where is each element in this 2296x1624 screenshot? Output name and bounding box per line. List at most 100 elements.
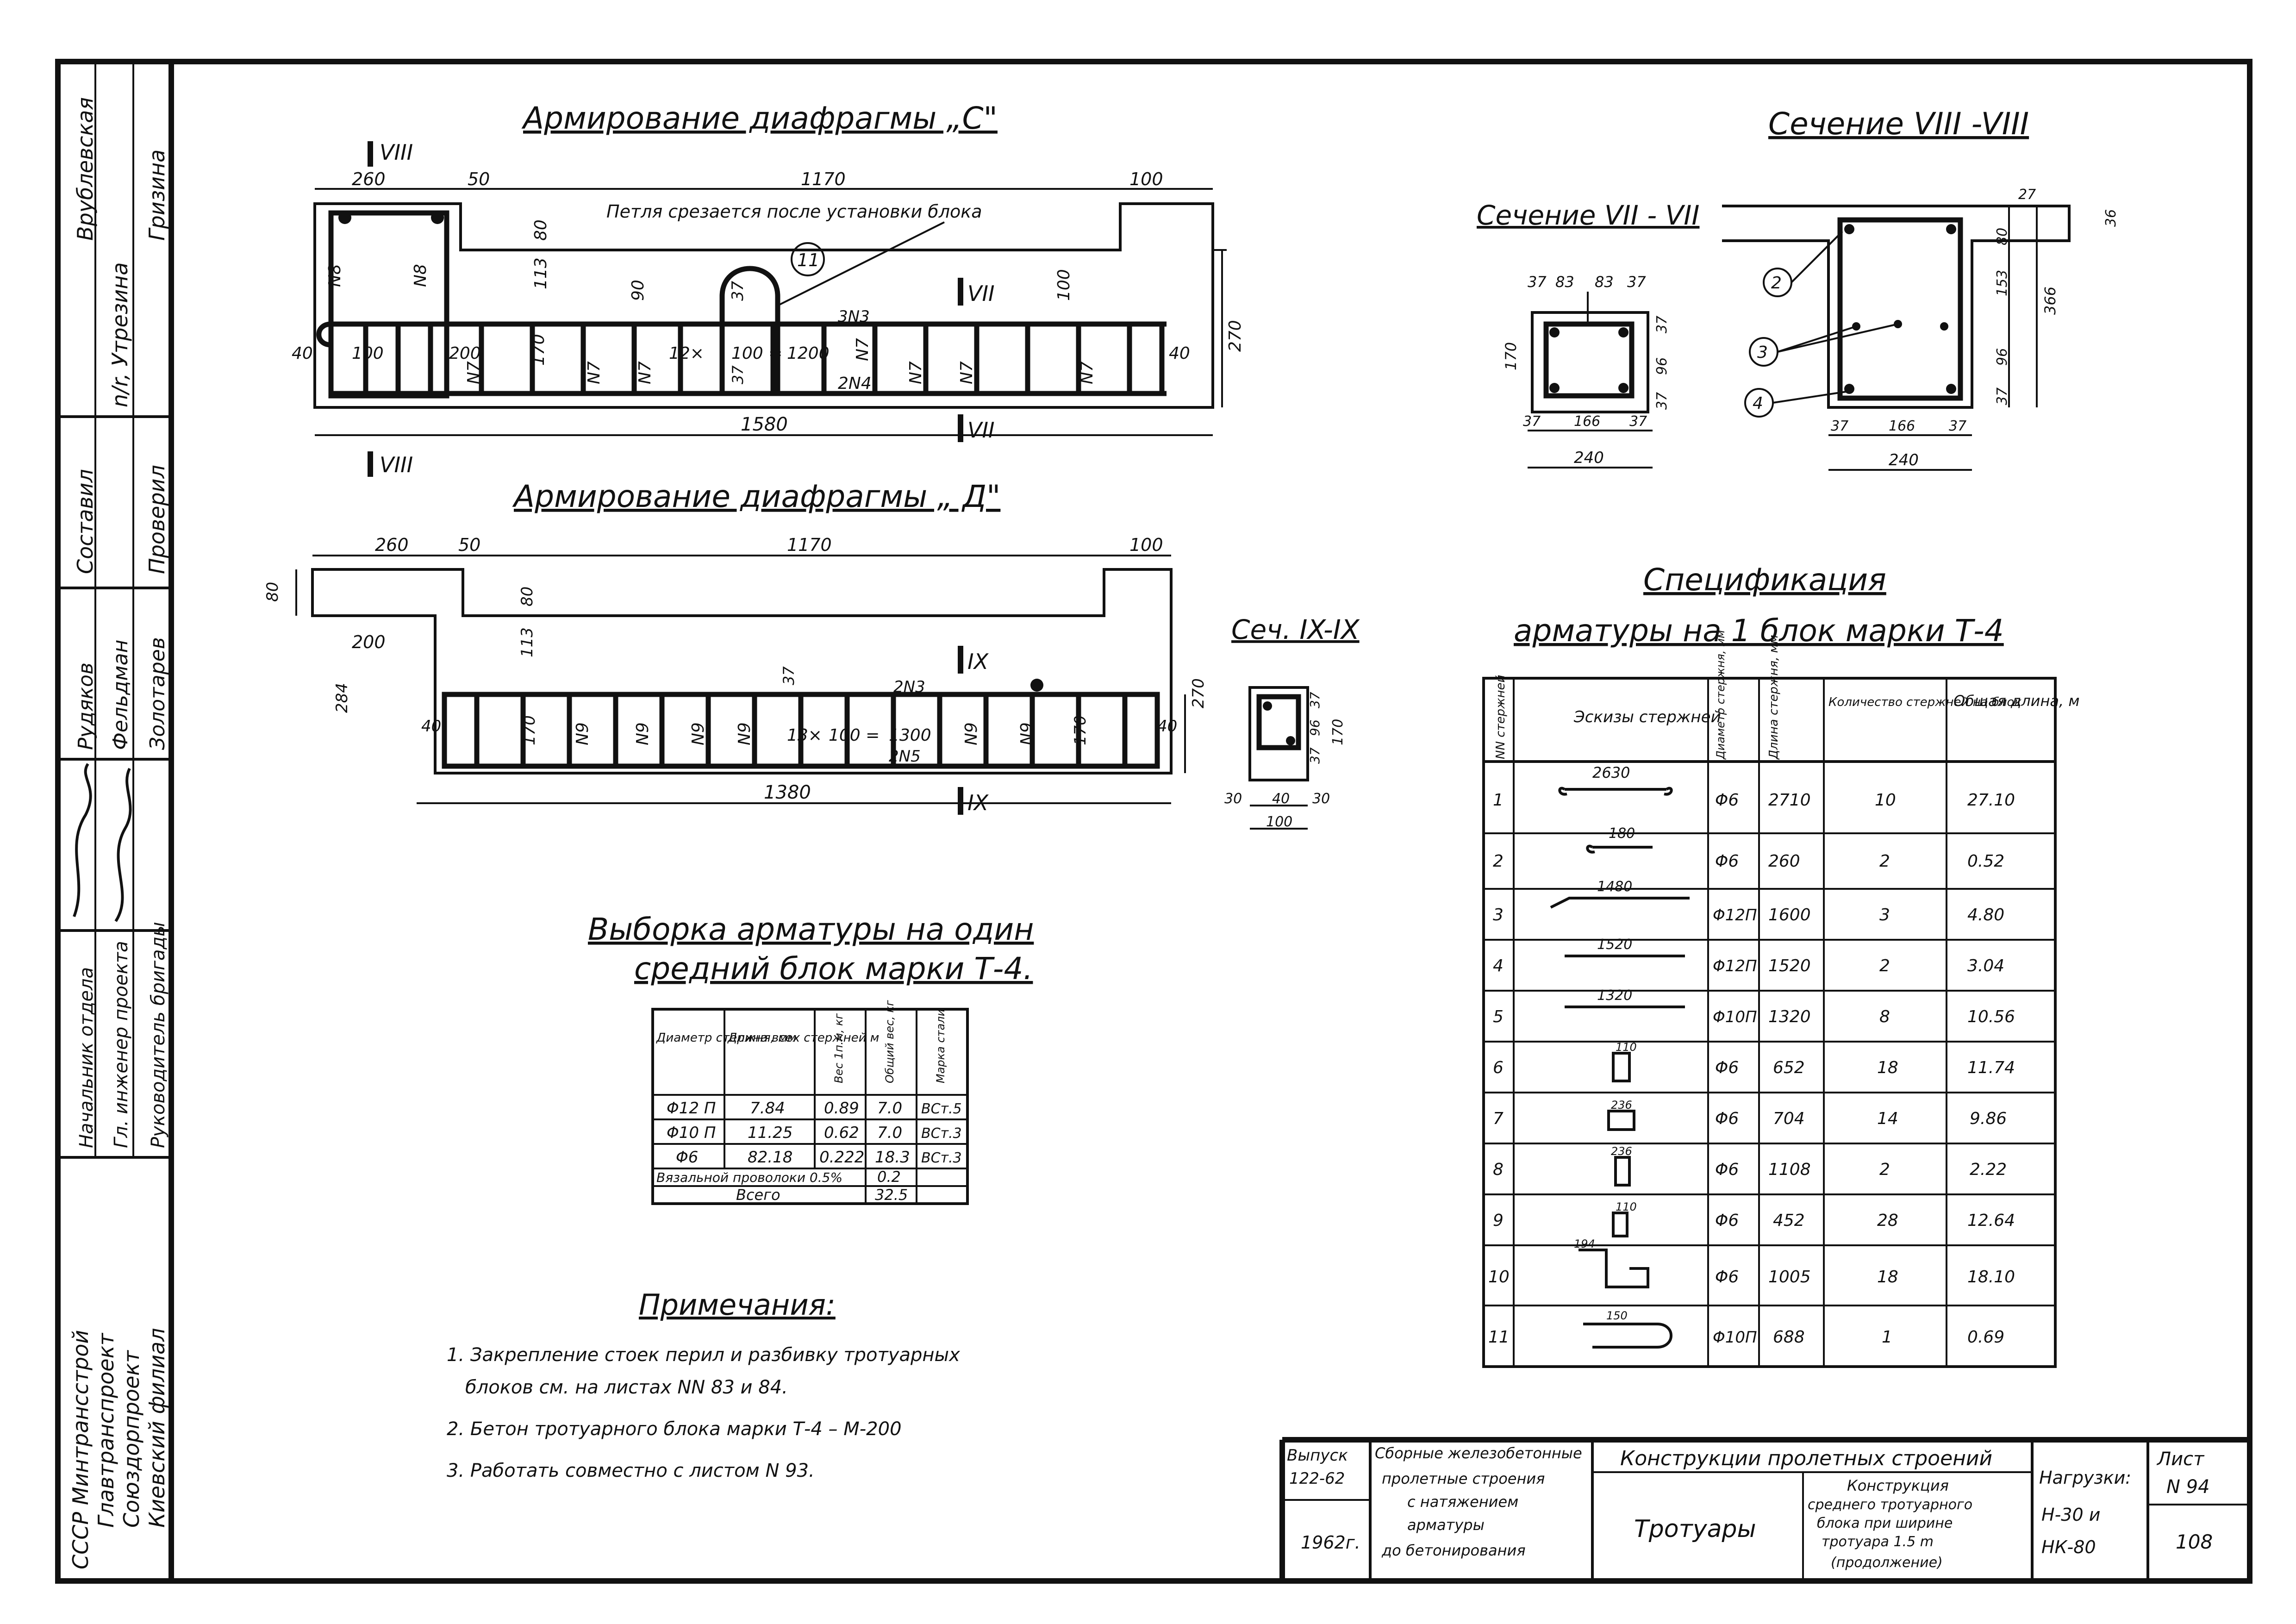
section-vii-title: Сечение VII - VII — [1477, 200, 1699, 231]
sketch-label-11: 150 — [1606, 1309, 1628, 1322]
bar-label-n8-b: N8 — [411, 264, 430, 287]
spec-r7-len: 704 — [1773, 1109, 1805, 1128]
dim-c-100h: 100 — [352, 344, 384, 363]
dim-c-170: 170 — [529, 334, 548, 366]
callout-2: 2 — [1771, 274, 1782, 293]
diaphragm-c-title: Армирование диафрагмы „С" — [521, 100, 998, 136]
dim-c-90: 90 — [629, 280, 648, 301]
selection-r2-c3: 0.62 — [824, 1124, 859, 1142]
bar-label-n9-1: N9 — [573, 722, 592, 745]
mark-viii-top: VIII — [380, 140, 413, 165]
selection-r3-c2: 82.18 — [748, 1148, 792, 1167]
spec-r3-qty: 3 — [1879, 906, 1890, 924]
stamp-name-4: Фельдман — [109, 640, 132, 750]
sketch-label-7: 236 — [1611, 1099, 1632, 1112]
bar-label-n7-6: N7 — [957, 361, 976, 384]
dim-c-80: 80 — [531, 219, 550, 241]
spec-sketches — [1550, 787, 1690, 1349]
bar-label-3n3: 3N3 — [838, 307, 870, 326]
series-line-3: с натяжением — [1407, 1493, 1518, 1511]
dim-viii-80: 80 — [1994, 228, 2010, 245]
spec-r1-dia: Φ6 — [1715, 791, 1739, 810]
selection-r3-c5: ВСт.3 — [921, 1150, 962, 1166]
stirrups-n7 — [363, 324, 1165, 394]
spec-r6-no: 6 — [1493, 1058, 1504, 1077]
dim-viii-240: 240 — [1889, 451, 1919, 469]
selection-title-1: Выборка арматуры на один — [588, 912, 1034, 947]
mark-vii-top: VII — [967, 281, 995, 306]
spec-r6-qty: 18 — [1877, 1058, 1898, 1077]
issue-label: Выпуск — [1287, 1446, 1348, 1465]
stamp-role-lead: Руководитель бригады — [148, 922, 169, 1148]
issue-number: 122-62 — [1289, 1469, 1345, 1488]
selection-h-steel: Марка стали — [934, 1009, 947, 1083]
spec-r2-no: 2 — [1493, 852, 1504, 871]
spec-r4-no: 4 — [1493, 956, 1504, 975]
sheet-number: N 94 — [2166, 1476, 2210, 1498]
dim-vii-96: 96 — [1654, 357, 1670, 375]
dim-vii-37b: 37 — [1627, 273, 1646, 291]
dim-c-200: 200 — [449, 344, 481, 363]
spec-r9-total: 12.64 — [1967, 1211, 2015, 1230]
spec-r4-qty: 2 — [1879, 956, 1890, 975]
stamp-org-3: Союздорпроект — [119, 1350, 144, 1528]
spec-r11-qty: 1 — [1882, 1328, 1892, 1347]
section-name: Конструкции пролетных строений — [1620, 1447, 1992, 1470]
sketch-label-6: 110 — [1616, 1041, 1637, 1054]
dim-viii-37b: 37 — [1831, 418, 1848, 434]
mark-ix-top: IX — [967, 649, 989, 674]
stamp-name-2: Гризина — [144, 150, 169, 241]
dim-c-113: 113 — [531, 257, 550, 289]
loads-value-1: Н-30 и — [2041, 1505, 2100, 1525]
subject-name: Тротуары — [1634, 1515, 1756, 1543]
note-1: 1. Закрепление стоек перил и разбивку тр… — [447, 1344, 960, 1366]
sketch-label-10: 194 — [1574, 1237, 1595, 1250]
stamp-name-1: Врублевская — [73, 97, 98, 241]
stamp-role-checker: Проверил — [144, 465, 169, 574]
dim-c-270: 270 — [1226, 320, 1245, 352]
stamp-name-3: Рудяков — [74, 662, 98, 750]
dim-vii-37f: 37 — [1629, 413, 1647, 430]
diaphragm-c-outline — [313, 202, 1214, 409]
spec-r5-no: 5 — [1493, 1007, 1504, 1026]
dim-d-113: 113 — [518, 627, 537, 657]
bar-label-n8-a: N8 — [325, 264, 344, 287]
spec-r8-dia: Φ6 — [1715, 1160, 1739, 1179]
dim-vii-166: 166 — [1574, 413, 1600, 430]
dim-viii-166: 166 — [1889, 418, 1915, 434]
side-stamp: Врублевская Гризина n/r, Утрезина Состав… — [58, 62, 171, 1569]
spec-r4-dia: Φ12П — [1713, 957, 1757, 975]
sketch-label-2: 180 — [1609, 825, 1635, 842]
note-1-cont: блоков см. на листах NN 83 и 84. — [465, 1377, 788, 1398]
spec-r5-len: 1320 — [1768, 1007, 1811, 1026]
spec-r4-len: 1520 — [1768, 956, 1811, 975]
selection-r1-c2: 7.84 — [750, 1099, 785, 1118]
dim-d-80: 80 — [518, 587, 537, 606]
dim-vii-83a: 83 — [1555, 273, 1574, 291]
dim-viii-37a: 37 — [1994, 387, 2010, 405]
dim-vii-240: 240 — [1574, 449, 1604, 467]
mark-viii-bottom: VIII — [380, 452, 413, 477]
spec-r8-total: 2.22 — [1970, 1160, 2007, 1179]
spec-title-2: арматуры на 1 блок марки Т-4 — [1514, 613, 2004, 649]
selection-wire-label: Вязальной проволоки 0.5% — [656, 1170, 842, 1185]
outer-frame — [55, 59, 2252, 1584]
bar-label-n7-5: N7 — [906, 361, 925, 384]
spec-r10-len: 1005 — [1768, 1268, 1811, 1287]
spec-h-sketch: Эскизы стержней — [1573, 708, 1721, 726]
dim-d-80-left: 80 — [263, 582, 282, 602]
dim-d-40-right: 40 — [1157, 717, 1177, 736]
loads-value-2: НК-80 — [2041, 1537, 2096, 1557]
selection-r3-c1: Φ6 — [676, 1148, 698, 1167]
dim-ix-30-left: 30 — [1224, 791, 1242, 807]
spec-r3-dia: Φ12П — [1713, 906, 1757, 924]
selection-r1-c4: 7.0 — [877, 1099, 902, 1118]
bar-label-n7-7: N7 — [1078, 361, 1097, 384]
sketch-label-3: 1480 — [1597, 879, 1632, 895]
section-vii-drawing: Сечение VII - VII 37 83 83 37 170 37 96 … — [1477, 200, 1699, 468]
series-line-2: пролетные строения — [1382, 1470, 1545, 1487]
loop-note: Петля срезается после установки блока — [606, 201, 982, 222]
spec-r3-no: 3 — [1493, 906, 1504, 924]
callout-11: 11 — [797, 250, 819, 270]
